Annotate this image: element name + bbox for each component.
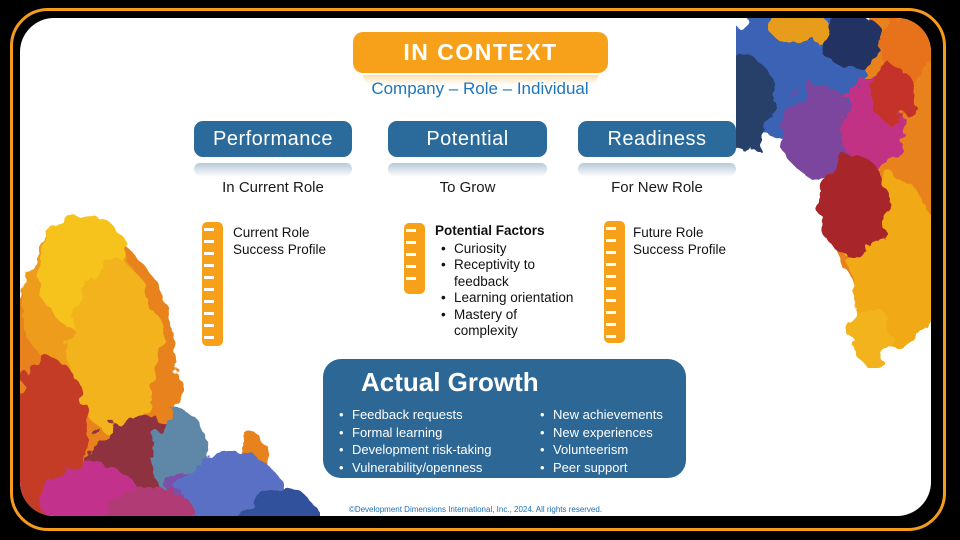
- slide-frame-outline: [10, 8, 946, 531]
- header-potential-label: Potential: [426, 127, 509, 150]
- list-item: Vulnerability/openness: [331, 459, 531, 477]
- actual-growth-title: Actual Growth: [361, 367, 539, 397]
- ruler-icon: [404, 223, 425, 294]
- header-performance-reflection: [194, 163, 352, 177]
- header-performance: Performance: [194, 121, 352, 157]
- actual-growth-right-list: New achievements New experiences Volunte…: [532, 406, 682, 476]
- actual-growth-panel: Actual Growth Feedback requests Formal l…: [323, 359, 686, 478]
- list-item: Development risk-taking: [331, 441, 531, 459]
- title-banner-label: IN CONTEXT: [403, 39, 558, 65]
- header-performance-label: Performance: [213, 127, 333, 150]
- title-banner: IN CONTEXT: [353, 32, 608, 73]
- header-potential-reflection: [388, 163, 547, 177]
- readiness-profile-text: Future Role Success Profile: [633, 224, 726, 258]
- context-performance: In Current Role: [222, 179, 324, 196]
- list-item: Mastery of complexity: [435, 307, 575, 340]
- potential-factors-block: Potential Factors Curiosity Receptivity …: [435, 223, 575, 340]
- copyright-footer: ©Development Dimensions International, I…: [348, 505, 603, 514]
- list-item: Learning orientation: [435, 290, 575, 307]
- potential-factors-title: Potential Factors: [435, 223, 545, 238]
- ruler-icon: [202, 222, 223, 346]
- readiness-profile-line1: Future Role: [633, 225, 704, 240]
- list-item: New experiences: [532, 424, 682, 442]
- header-readiness-label: Readiness: [607, 127, 707, 150]
- list-item: Formal learning: [331, 424, 531, 442]
- header-readiness-reflection: [578, 163, 736, 177]
- header-readiness: Readiness: [578, 121, 736, 157]
- list-item: Peer support: [532, 459, 682, 477]
- performance-profile-line2: Success Profile: [233, 242, 327, 257]
- subtitle: Company – Role – Individual: [371, 79, 589, 98]
- list-item: New achievements: [532, 406, 682, 424]
- ruler-icon: [604, 221, 625, 343]
- list-item: Curiosity: [435, 241, 575, 258]
- potential-factors-list: Curiosity Receptivity to feedback Learni…: [435, 241, 575, 340]
- actual-growth-right-column: New achievements New experiences Volunte…: [532, 406, 682, 476]
- list-item: Feedback requests: [331, 406, 531, 424]
- context-potential: To Grow: [439, 179, 496, 196]
- performance-profile-text: Current Role Success Profile: [233, 224, 326, 258]
- performance-profile-line1: Current Role: [233, 225, 310, 240]
- readiness-profile-line2: Success Profile: [633, 242, 727, 257]
- slide-card: IN CONTEXT Company – Role – Individual P…: [20, 18, 931, 516]
- header-potential: Potential: [388, 121, 547, 157]
- list-item: Receptivity to feedback: [435, 257, 575, 290]
- title-banner-reflection: [363, 75, 598, 85]
- actual-growth-left-list: Feedback requests Formal learning Develo…: [331, 406, 531, 476]
- list-item: Volunteerism: [532, 441, 682, 459]
- context-readiness: For New Role: [611, 179, 703, 196]
- actual-growth-left-column: Feedback requests Formal learning Develo…: [331, 406, 531, 476]
- paint-splash-right-icon: [736, 18, 931, 366]
